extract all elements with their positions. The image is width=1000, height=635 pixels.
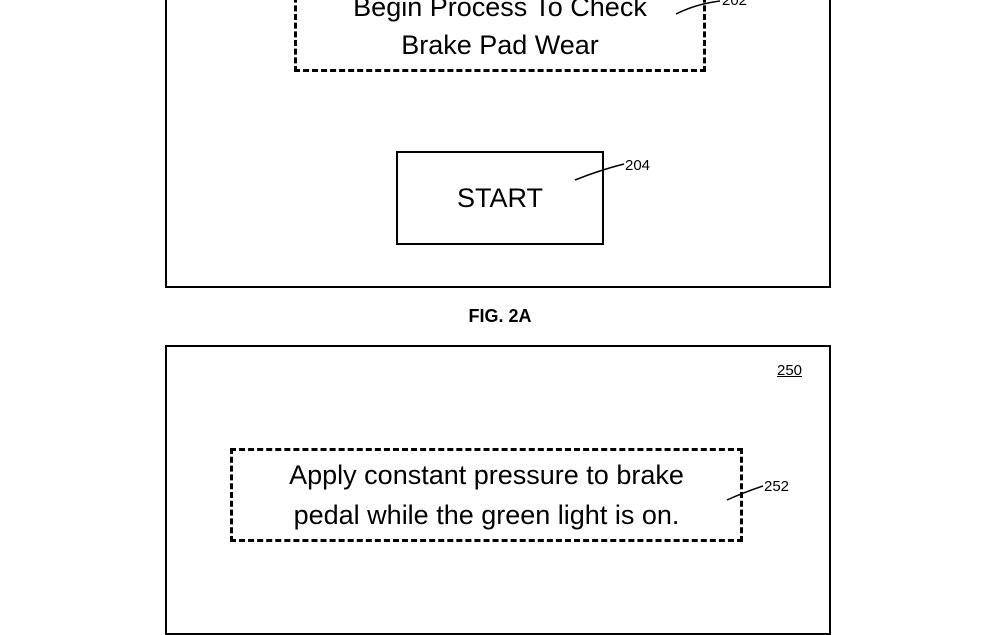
ref-204: 204 [625,157,651,174]
ref-250: 250 [777,362,803,379]
brake-check-message-box: Begin Process To Check Brake Pad Wear [294,0,706,72]
ref-252: 252 [764,478,790,495]
fig-2a-caption: FIG. 2A [468,306,532,326]
pressure-instruction-box: Apply constant pressure to brake pedal w… [230,448,743,542]
message-line-2: Brake Pad Wear [401,30,599,60]
fig2a-screen: Begin Process To Check Brake Pad Wear ST… [165,0,831,288]
message-line-1: Begin Process To Check [353,0,647,22]
start-button[interactable]: START [396,151,604,245]
instruction-line-2: pedal while the green light is on. [293,500,680,530]
ref-202: 202 [722,0,748,9]
fig2b-screen: Apply constant pressure to brake pedal w… [165,345,831,635]
instruction-line-1: Apply constant pressure to brake [289,460,684,490]
